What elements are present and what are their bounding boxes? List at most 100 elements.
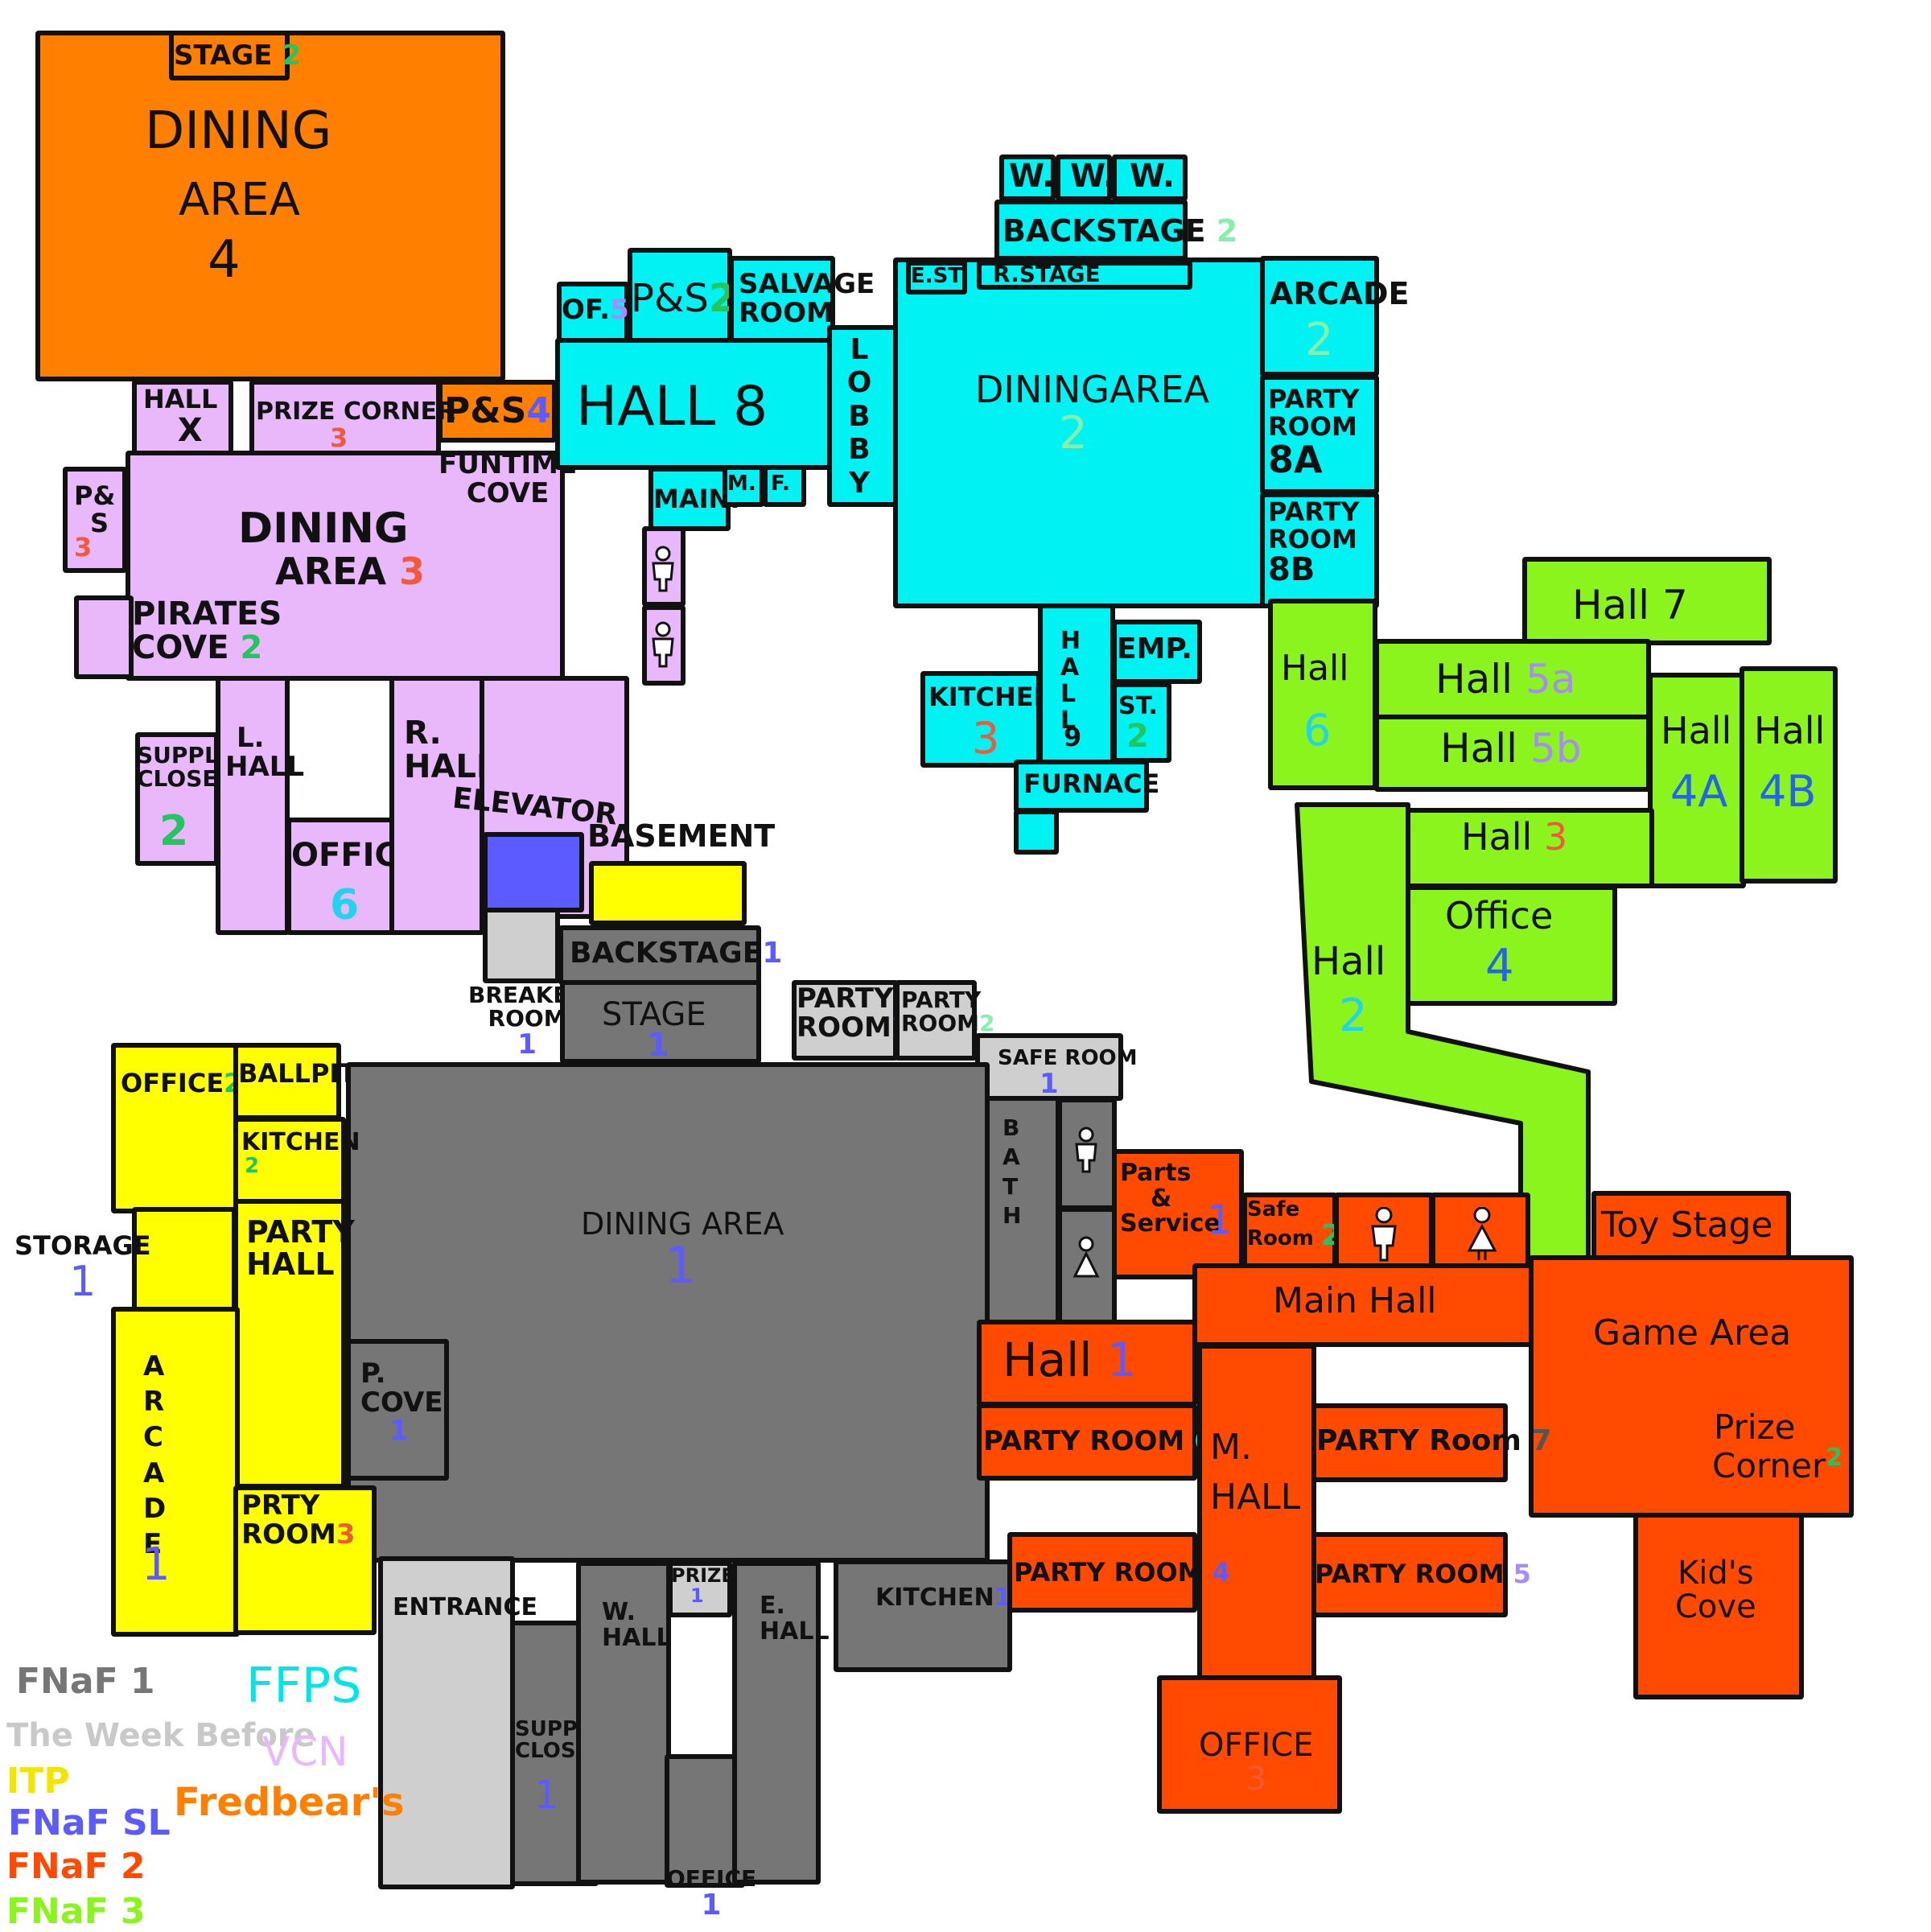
arcade-1-num: 1 (142, 1539, 171, 1591)
person-icon (1075, 1127, 1097, 1173)
person-icon (652, 546, 674, 592)
west-hall (576, 1561, 671, 1885)
parts-service-label: Parts&Service (1120, 1159, 1221, 1238)
m-room (723, 465, 764, 507)
legend-ffps: FFPS (246, 1658, 362, 1714)
dining-3-label-a: DINING (238, 505, 409, 553)
hall-6 (1268, 599, 1377, 790)
kitchen-3 (920, 671, 1041, 768)
office-3 (1157, 1675, 1342, 1814)
legend-the-week-before: The Week Before (6, 1717, 315, 1754)
hall-4b-label: Hall (1754, 709, 1826, 752)
ps-3 (63, 467, 127, 573)
east-hall-label: E.HALL (760, 1592, 830, 1646)
person-icon (652, 621, 674, 668)
hall-1-label: Hall 1 (1003, 1333, 1137, 1387)
sl-room (483, 832, 584, 912)
m-hall-label: M.HALL (1210, 1427, 1301, 1518)
hall-5a-label: Hall 5a (1435, 656, 1576, 702)
ww-room-1 (999, 154, 1056, 201)
hall-6-label: Hall (1281, 648, 1349, 689)
employee-room-label: EMP. (1117, 632, 1192, 665)
parts-and-service (1112, 1149, 1244, 1279)
hall-9 (1038, 603, 1115, 764)
hall-4b-num: 4B (1759, 766, 1817, 817)
stage-2-top-label: STAGE 2 (174, 39, 302, 72)
hall-2-label: Hall (1311, 939, 1386, 984)
legend-itp: ITP (6, 1761, 70, 1802)
hall-4a-label: Hall (1661, 709, 1732, 752)
ww-label-2: W. (1070, 158, 1116, 195)
toy-stage-label: Toy Stage (1601, 1205, 1773, 1246)
hall-8 (555, 338, 843, 470)
hall-4a-num: 4A (1670, 766, 1728, 817)
dining-4-label-b: AREA (179, 174, 300, 226)
dining-1-label: DINING AREA (581, 1206, 784, 1242)
party-room-1 (792, 980, 898, 1061)
stage-1-num: 1 (647, 1027, 669, 1064)
basement-label: BASEMENT (587, 818, 776, 854)
party-room-3 (233, 1485, 377, 1635)
r-stage-label: R.STAGE (993, 261, 1101, 287)
f-room (763, 465, 806, 507)
ww-room-3 (1112, 154, 1188, 201)
ps-2 (628, 248, 732, 343)
ww-label-3: W. (1130, 158, 1175, 195)
ps-2-label: P&S2 (631, 276, 736, 321)
dining-area-1 (346, 1062, 990, 1563)
hall-9-label: HALL (1060, 627, 1081, 735)
kids-cove (1633, 1513, 1804, 1699)
arcade-1-label: ARCADE (143, 1350, 167, 1560)
ps-4-label: P&S4 (444, 390, 551, 431)
r-stage (977, 261, 1192, 290)
office-6 (286, 818, 407, 935)
legend-fredbears: Fredbear's (174, 1780, 405, 1825)
ps-3-num: 3 (74, 532, 93, 562)
main-hall (1192, 1263, 1534, 1347)
arcade-2 (1260, 256, 1379, 377)
office-4-label: Office (1445, 894, 1554, 937)
prize-corner-3-label: PRIZE CORNER (256, 398, 456, 426)
party-room-4-label: PARTY ROOM 4 (1014, 1557, 1230, 1588)
arcade-1 (111, 1307, 240, 1637)
party-room-5-label: PARTY ROOM 5 (1315, 1559, 1531, 1589)
main-hall-label: Main Hall (1273, 1280, 1437, 1321)
kitchen-1 (834, 1559, 1012, 1672)
dining-4-label-a: DINING (145, 101, 332, 161)
party-room-8a (1260, 375, 1379, 494)
dining-3-label-b: AREA 3 (275, 550, 426, 593)
legend-vcn: VCN (262, 1728, 348, 1775)
e-stage (906, 261, 967, 295)
m-room-label: M. (727, 472, 756, 496)
breaker-room (483, 908, 560, 983)
dining-2-label: DININGAREA (975, 368, 1209, 411)
hall-5b (1374, 715, 1651, 792)
office-4-num: 4 (1485, 940, 1514, 992)
person-icon (1371, 1207, 1397, 1262)
hall-5b-label: Hall 5b (1440, 725, 1582, 772)
hall-2 (1295, 802, 1591, 1281)
person-icon (1467, 1207, 1497, 1260)
party-room-2-twb (895, 980, 977, 1061)
hall-9-num: 9 (1064, 722, 1082, 752)
dining-4-num: 4 (208, 230, 241, 290)
supply-closet-2-num: 2 (159, 807, 189, 855)
kitchen-3-label: KITCHEN (928, 682, 1056, 712)
kitchen-1-label: KITCHEN1 (875, 1584, 1011, 1612)
arcade-2-num: 2 (1305, 314, 1334, 366)
dining-1-num: 1 (665, 1236, 697, 1295)
ww-room-2 (1056, 154, 1112, 201)
ps-3-label: P&S (74, 480, 116, 538)
supply-closet-1-num: 1 (534, 1773, 559, 1818)
